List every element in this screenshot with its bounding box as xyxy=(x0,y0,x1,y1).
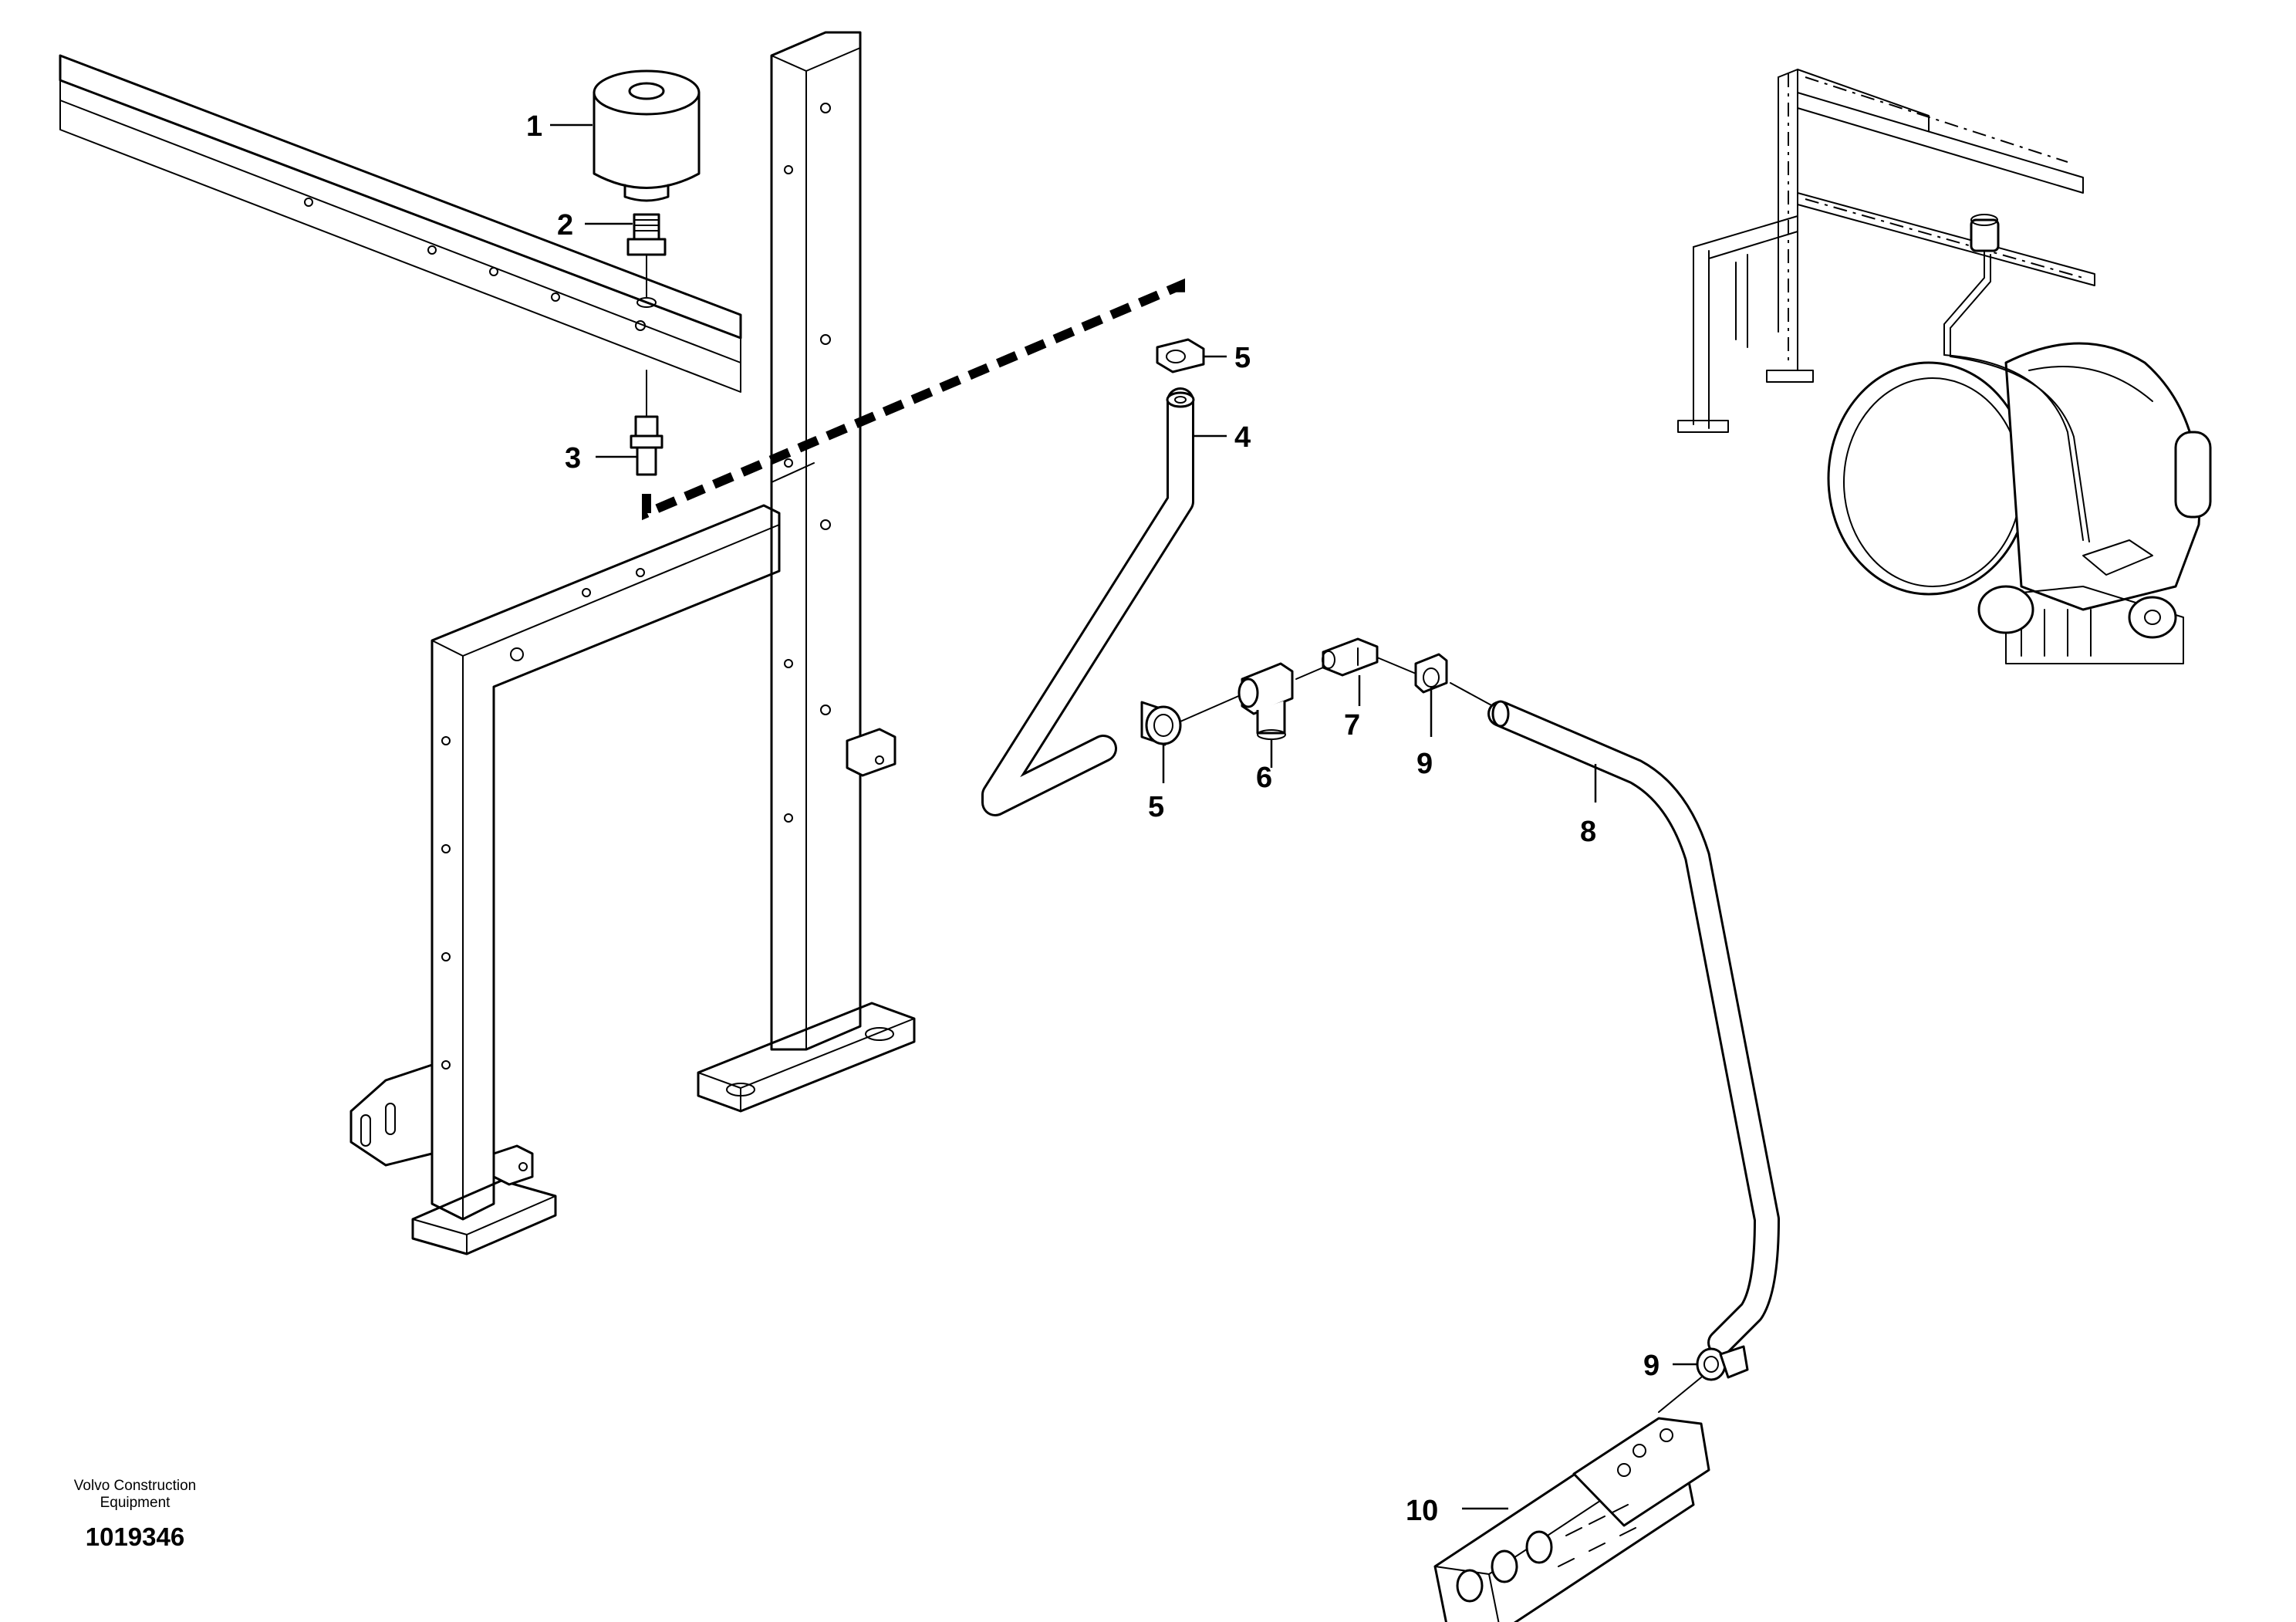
frame-structure xyxy=(59,31,916,1255)
part-1-filter xyxy=(593,69,701,202)
drawing-footer: Volvo Construction Equipment 1019346 xyxy=(46,1478,224,1552)
callout-9-upper: 9 xyxy=(1416,748,1433,780)
company-name-line1: Volvo Construction xyxy=(73,1478,197,1494)
drawing-number: 1019346 xyxy=(85,1522,185,1551)
hose-route-dashed xyxy=(642,278,1185,521)
callout-3: 3 xyxy=(565,442,581,475)
callout-8: 8 xyxy=(1580,816,1596,848)
company-name-line2: Equipment xyxy=(100,1495,171,1511)
callout-10: 10 xyxy=(1406,1495,1438,1527)
part-4-hose xyxy=(981,387,1195,816)
part-2-nipple xyxy=(626,213,667,308)
leader-lines xyxy=(550,123,1697,1510)
callout-5-lower: 5 xyxy=(1148,791,1164,823)
callout-2: 2 xyxy=(557,209,573,242)
callout-5-upper: 5 xyxy=(1234,342,1251,374)
part-6-elbow xyxy=(1237,662,1294,740)
callout-1: 1 xyxy=(526,110,542,143)
part-3-hose-fitting xyxy=(630,370,663,476)
part-8-hose xyxy=(1487,700,1780,1356)
part-9-clamp-upper xyxy=(1414,653,1448,694)
callout-6: 6 xyxy=(1256,762,1272,794)
callout-7: 7 xyxy=(1344,709,1360,742)
part-10-valve-block xyxy=(1433,1417,1710,1622)
callout-labels: 1 2 3 5 4 5 6 7 9 8 9 10 xyxy=(526,110,1660,1527)
callout-9-lower: 9 xyxy=(1643,1350,1660,1382)
callout-4: 4 xyxy=(1234,421,1251,454)
reference-view xyxy=(1677,69,2212,664)
part-7-adapter xyxy=(1322,637,1379,677)
part-5-clamp-upper xyxy=(1156,338,1205,373)
part-5-clamp-lower xyxy=(1140,701,1182,746)
